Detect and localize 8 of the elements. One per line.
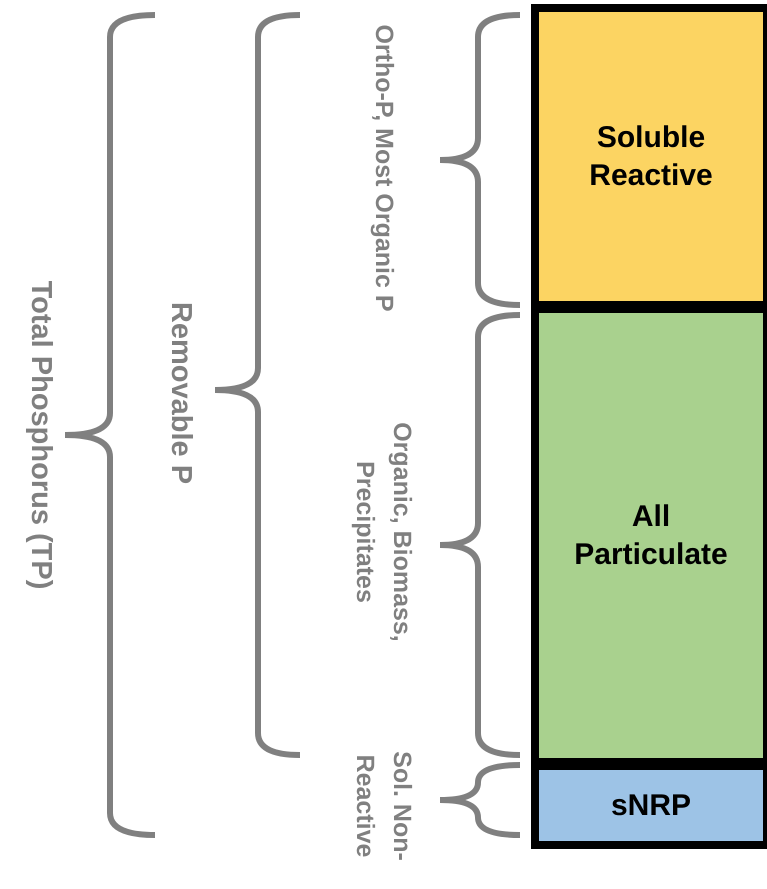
group-label: Ortho-P, Most Organic P — [368, 23, 399, 313]
category-label: All Particulate — [573, 499, 729, 572]
category-label: Soluble Reactive — [588, 120, 714, 194]
group-label: Organic, Biomass, Precipitates — [350, 421, 418, 644]
group-label: Removable P — [164, 300, 198, 486]
group-label: Sol. Non-Reactive — [350, 750, 418, 863]
group-label: Total Phosphorus (TP) — [24, 280, 58, 592]
category-label: sNRP — [610, 788, 692, 824]
